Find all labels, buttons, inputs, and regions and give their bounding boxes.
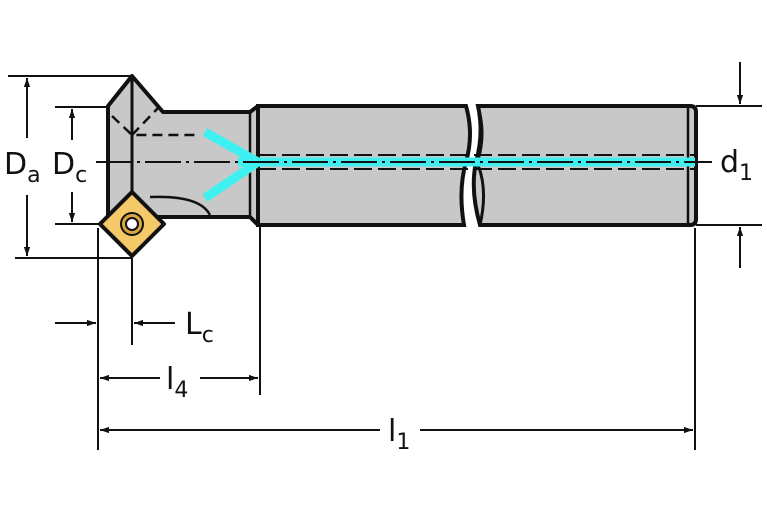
insert — [98, 190, 166, 258]
label-Lc: Lc — [185, 307, 214, 348]
dimension-arrows — [23, 62, 744, 434]
extension-lines — [8, 75, 762, 450]
label-l4: l4 — [166, 362, 188, 403]
label-Da: Da — [4, 147, 41, 188]
label-d1: d1 — [720, 145, 753, 186]
label-l1: l1 — [388, 414, 410, 455]
coolant-channel — [96, 128, 700, 202]
label-Dc: Dc — [52, 147, 87, 188]
